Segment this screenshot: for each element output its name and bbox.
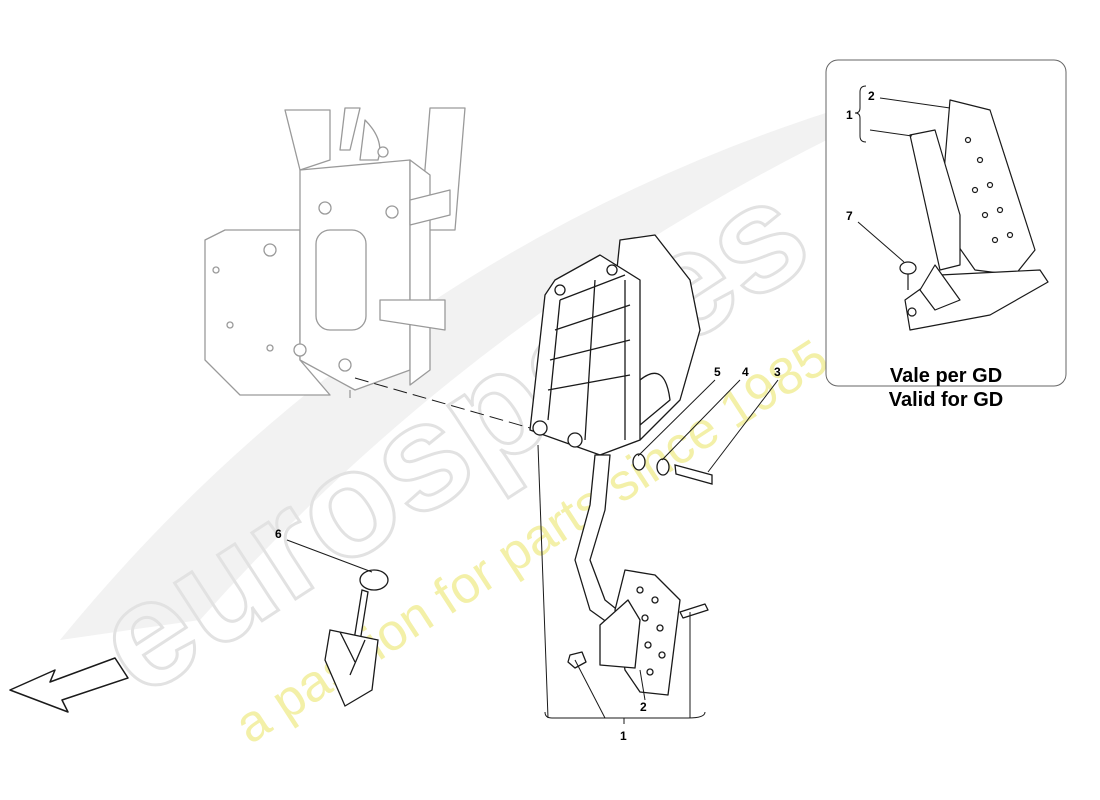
callout-1-main: 1 — [620, 729, 627, 743]
bolt-3 — [674, 464, 713, 485]
inset-callout-1: 1 — [846, 108, 853, 122]
inset-callout-2: 2 — [868, 89, 875, 103]
inset-screw-7 — [899, 261, 917, 275]
pedal-mounting-bracket — [529, 254, 641, 456]
callout-4: 4 — [742, 365, 749, 379]
callout-3: 3 — [774, 365, 781, 379]
nut — [567, 651, 587, 669]
inset-leaders — [854, 85, 951, 263]
callout-6: 6 — [275, 527, 282, 541]
watermark-swoosh — [60, 70, 980, 640]
callout-2-main: 2 — [640, 700, 647, 714]
accelerator-pedal-assembly — [529, 234, 709, 696]
inset-label-line2: Valid for GD — [889, 389, 1003, 411]
inset-pedal — [899, 99, 1049, 331]
washer-4 — [656, 458, 670, 476]
inset-label-line1: Vale per GD — [890, 365, 1002, 387]
direction-arrow-icon — [9, 657, 129, 713]
adjuster-screw-6 — [324, 569, 389, 707]
leader-lines — [286, 377, 779, 724]
inset-callout-7: 7 — [846, 209, 853, 223]
washer-5 — [632, 453, 646, 471]
callout-5: 5 — [714, 365, 721, 379]
fasteners-5-4-3 — [632, 453, 713, 485]
inset-panel: 2 1 7 Vale per GD Valid for GD — [825, 59, 1067, 411]
pad-screw — [679, 603, 709, 619]
pedal-box-bracket — [204, 107, 466, 398]
